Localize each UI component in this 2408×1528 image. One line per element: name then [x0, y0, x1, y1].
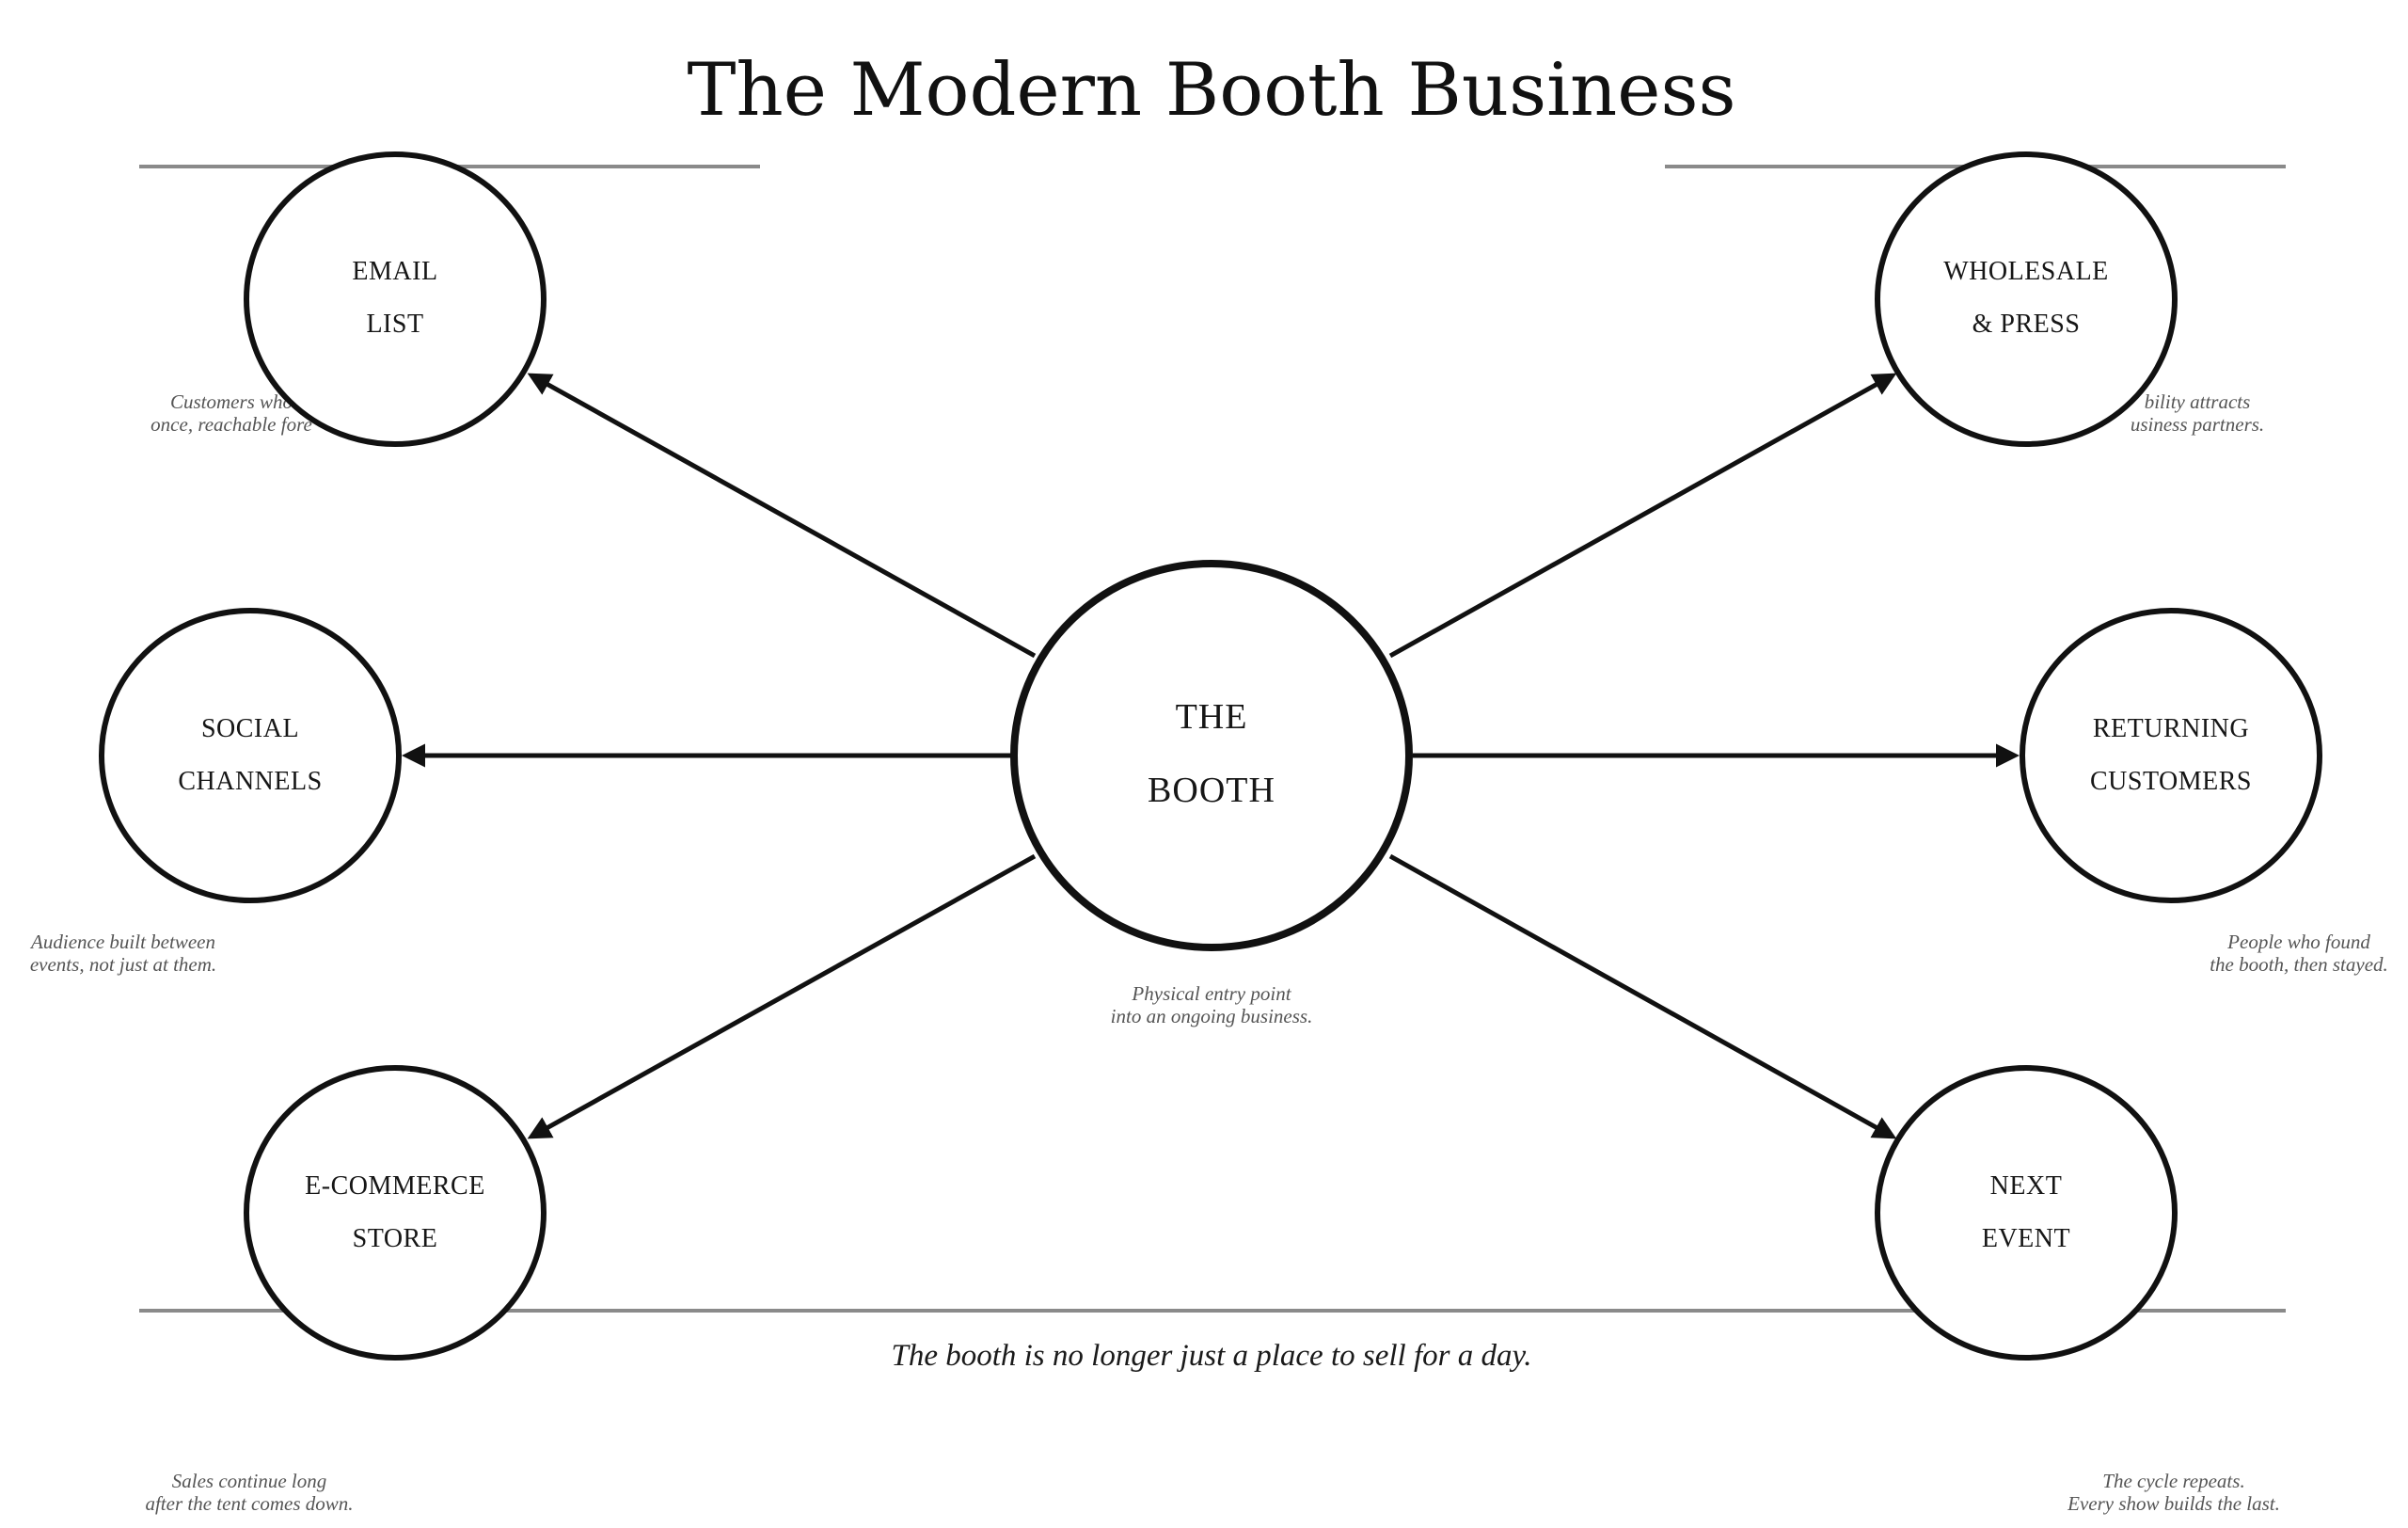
node-wholesale-press: WHOLESALE & PRESS [1875, 151, 2178, 447]
node-next-event: NEXT EVENT [1875, 1065, 2178, 1361]
ecommerce-store-label-line1: E-COMMERCE [305, 1171, 485, 1201]
returning-customers-circle [2020, 608, 2322, 903]
email-list-label-line1: EMAIL [352, 257, 437, 286]
social-channels-circle [99, 608, 402, 903]
returning-note-line1: People who found [2226, 931, 2370, 953]
ecommerce-note-line2: after the tent comes down. [145, 1492, 353, 1515]
arrow-to-ecommerce-store [527, 853, 1037, 1139]
center-circle [1010, 560, 1413, 951]
wholesale-note-line1: bility attracts [2145, 390, 2251, 413]
social-note-line2: events, not just at them. [30, 953, 216, 976]
social-channels-label-line2: CHANNELS [178, 767, 322, 796]
node-returning-customers: RETURNING CUSTOMERS [2020, 608, 2322, 903]
email-list-circle [244, 151, 547, 447]
tagline: The booth is no longer just a place to s… [891, 1339, 1531, 1373]
email-list-label-line2: LIST [366, 310, 423, 339]
ecommerce-note-line1: Sales continue long [172, 1470, 326, 1492]
next-event-label-line1: NEXT [1990, 1171, 2063, 1201]
center-label-line2: BOOTH [1148, 771, 1275, 810]
next-event-circle [1875, 1065, 2178, 1361]
ecommerce-store-circle [244, 1065, 547, 1361]
node-social-channels: SOCIAL CHANNELS [99, 608, 402, 903]
ecommerce-store-label-line2: STORE [353, 1224, 438, 1253]
wholesale-note-line2: usiness partners. [2131, 413, 2264, 436]
email-note-line2: once, reachable fore [150, 413, 312, 436]
center-label-line1: THE [1176, 697, 1248, 737]
center-node: THE BOOTH [1010, 560, 1413, 951]
email-note-line1: Customers who [170, 390, 293, 413]
next-event-label-line2: EVENT [1982, 1224, 2070, 1253]
arrow-to-email-list [527, 373, 1037, 659]
returning-note-line2: the booth, then stayed. [2210, 953, 2388, 976]
social-channels-label-line1: SOCIAL [201, 714, 299, 743]
arrow-to-next-event [1388, 853, 1897, 1139]
returning-customers-label-line2: CUSTOMERS [2090, 767, 2252, 796]
next-event-note-line2: Every show builds the last. [2067, 1492, 2280, 1515]
node-email-list: EMAIL LIST [244, 151, 547, 447]
next-event-note-line1: The cycle repeats. [2102, 1470, 2244, 1492]
center-note-line2: into an ongoing business. [1111, 1005, 1313, 1027]
node-ecommerce-store: E-COMMERCE STORE [244, 1065, 547, 1361]
wholesale-press-label-line1: WHOLESALE [1943, 257, 2109, 286]
diagram-title: The Modern Booth Business [687, 48, 1735, 133]
social-note-line1: Audience built between [29, 931, 215, 953]
wholesale-press-label-line2: & PRESS [1972, 310, 2081, 339]
wholesale-press-circle [1875, 151, 2178, 447]
returning-customers-label-line1: RETURNING [2093, 714, 2249, 743]
center-note-line1: Physical entry point [1131, 982, 1291, 1005]
arrow-to-wholesale-press [1388, 373, 1897, 659]
